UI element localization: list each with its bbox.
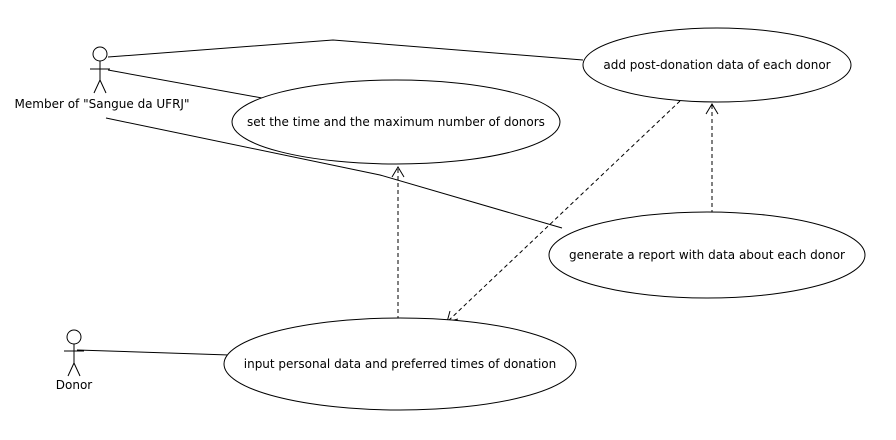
use-case-input-label: input personal data and preferred times … bbox=[244, 357, 557, 371]
dependency-add-post-to-input bbox=[446, 100, 681, 323]
use-case-add-post-shape bbox=[582, 27, 852, 103]
actor-donor-label: Donor bbox=[56, 378, 93, 392]
use-case-report-shape bbox=[548, 211, 866, 299]
actor-donor[interactable]: Donor bbox=[56, 329, 93, 392]
use-case-add-post[interactable]: add post-donation data of each donor bbox=[582, 27, 852, 103]
use-case-input-shape bbox=[223, 317, 577, 411]
actor-donor-left-leg bbox=[67, 362, 75, 377]
associations bbox=[76, 39, 584, 356]
actor-member[interactable]: Member of "Sangue da UFRJ" bbox=[15, 46, 190, 111]
actor-member-figure-icon bbox=[90, 46, 110, 94]
association-member-set-time bbox=[107, 69, 263, 99]
actor-donor-head bbox=[66, 329, 82, 345]
use-case-add-post-label: add post-donation data of each donor bbox=[603, 58, 830, 72]
use-case-input[interactable]: input personal data and preferred times … bbox=[223, 317, 577, 411]
actor-member-head bbox=[92, 46, 108, 62]
actor-donor-figure-icon bbox=[64, 329, 84, 377]
use-case-set-time[interactable]: set the time and the maximum number of d… bbox=[231, 79, 561, 165]
actor-donor-right-leg bbox=[73, 362, 81, 377]
arrowhead-set-time bbox=[391, 166, 405, 178]
use-case-report-label: generate a report with data about each d… bbox=[569, 248, 845, 262]
use-case-set-time-shape bbox=[231, 79, 561, 165]
actor-member-label: Member of "Sangue da UFRJ" bbox=[15, 97, 190, 111]
actor-member-left-leg bbox=[93, 79, 101, 94]
association-member-report bbox=[105, 117, 563, 229]
use-case-report[interactable]: generate a report with data about each d… bbox=[548, 211, 866, 299]
arrowhead-add-post bbox=[705, 103, 719, 115]
actor-member-right-leg bbox=[99, 79, 107, 94]
association-member-add-post bbox=[107, 39, 584, 61]
use-case-set-time-label: set the time and the maximum number of d… bbox=[247, 115, 545, 129]
association-donor-input bbox=[76, 349, 230, 356]
